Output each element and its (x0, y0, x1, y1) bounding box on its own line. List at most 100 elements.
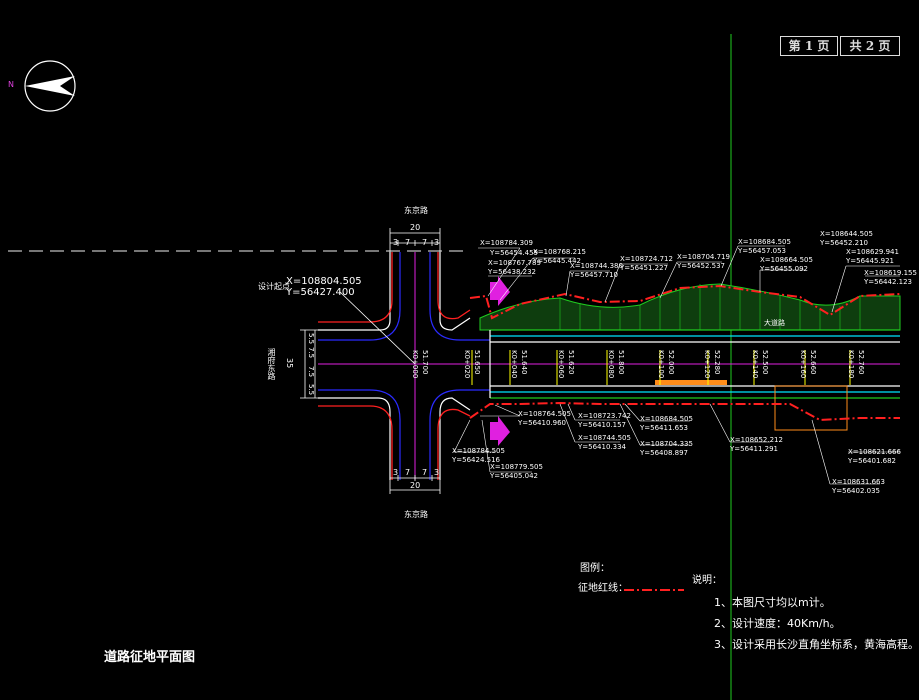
slope-hatch (559, 284, 861, 330)
inner-lane-lines (318, 252, 490, 480)
coord-y: Y=56402.035 (832, 487, 880, 495)
coord-x: X=108767.789 (488, 259, 541, 267)
coord-x: X=108768.215 (533, 248, 586, 256)
dim-top-total: 20 (410, 223, 421, 232)
station-label: K0+040 (510, 350, 518, 379)
coord-x: X=108652.212 (730, 436, 783, 444)
station-label: K0+140 (751, 350, 759, 379)
design-start-x: X=108804.505 (286, 276, 362, 287)
coord-leaders (453, 245, 900, 485)
coord-x: X=108704.719 (677, 253, 730, 261)
north-label: N (8, 80, 14, 89)
road-name-main: 大道路 (764, 319, 785, 327)
coord-x: X=108744.380 (570, 262, 623, 270)
coord-x: X=108779.505 (490, 463, 543, 471)
coord-y: Y=56405.042 (490, 472, 538, 480)
legend-item-label: 征地红线： (578, 583, 628, 594)
coord-y: Y=56451.227 (620, 264, 668, 272)
dim-left-seg: 7.5 (307, 347, 315, 359)
coord-y: Y=56445.921 (846, 257, 894, 265)
station-label: K0+160 (799, 350, 807, 379)
elevation-label: 51.700 (421, 350, 429, 375)
embankment-top (479, 283, 901, 331)
coord-y: Y=56410.157 (578, 421, 626, 429)
page-total: 共 2 页 (840, 36, 900, 56)
notes-title: 说明： (692, 575, 722, 586)
elevation-label: 52.660 (809, 350, 817, 375)
north-arrow-icon (24, 60, 76, 112)
elevation-label: 52.280 (713, 350, 721, 375)
elevation-label: 51.620 (567, 350, 575, 375)
coord-x: X=108619.155 (864, 269, 917, 277)
median-strip (655, 380, 727, 385)
dim-left-seg: 5.5 (307, 333, 315, 345)
elevation-label: 51.800 (617, 350, 625, 375)
dim-top-seg: 7 (405, 238, 411, 247)
coord-y: Y=56408.897 (640, 449, 688, 457)
coord-y: Y=56411.653 (640, 424, 688, 432)
station-ticks (471, 350, 851, 385)
intersection-boundary (318, 252, 471, 480)
dim-left-seg: 7.5 (307, 366, 315, 378)
elevation-label: 51.640 (520, 350, 528, 375)
coord-x: X=108704.335 (640, 440, 693, 448)
legend-title: 图例： (580, 563, 610, 574)
station-label: K0+120 (703, 350, 711, 379)
direction-arrows (490, 276, 510, 446)
elevation-label: 52.000 (667, 350, 675, 375)
elevation-label: 51.650 (473, 350, 481, 375)
coord-y: Y=56401.682 (848, 457, 896, 465)
coord-y: Y=56457.053 (738, 247, 786, 255)
dim-bottom-seg: 3 (393, 468, 399, 477)
coord-y: Y=56411.291 (730, 445, 778, 453)
notes-item: 1、本图尺寸均以m计。 (714, 596, 831, 609)
elevation-label: 52.760 (857, 350, 865, 375)
drawing-title: 道路征地平面图 (104, 650, 196, 665)
dim-top-seg: 3 (393, 238, 399, 247)
coord-x: X=108764.505 (518, 410, 571, 418)
dim-left-total: 35 (285, 358, 294, 369)
coord-x: X=108744.505 (578, 434, 631, 442)
coord-x: X=108629.941 (846, 248, 899, 256)
start-leader-line (339, 291, 416, 365)
dim-bottom-total: 20 (410, 481, 421, 490)
coord-y: Y=56442.123 (864, 278, 912, 286)
coord-x: X=108724.712 (620, 255, 673, 263)
station-label: K0+000 (411, 350, 419, 379)
coord-x: X=108684.505 (640, 415, 693, 423)
coord-x: X=108784.309 (480, 239, 533, 247)
land-red-line (469, 284, 901, 422)
dim-bottom-seg: 7 (405, 468, 411, 477)
coord-y: Y=56455.092 (760, 265, 808, 273)
coord-y: Y=56457.710 (570, 271, 618, 279)
design-start-y: Y=56427.400 (286, 287, 355, 298)
coord-x: X=108621.666 (848, 448, 901, 456)
coord-x: X=108784.505 (452, 447, 505, 455)
dimension-lines (300, 228, 441, 494)
coord-x: X=108631.663 (832, 478, 885, 486)
road-name-bottom: 东京路 (404, 510, 428, 519)
dim-top-seg: 3 (434, 238, 440, 247)
station-label: K0+020 (463, 350, 471, 379)
station-label: K0+060 (557, 350, 565, 379)
coord-x: X=108684.505 (738, 238, 791, 246)
coord-x: X=108723.742 (578, 412, 631, 420)
culvert-box (774, 385, 848, 431)
drawing-canvas (8, 34, 901, 700)
dim-top-seg: 7 (422, 238, 428, 247)
design-start-label: 设计起点 (258, 282, 290, 291)
notes-item: 2、设计速度：40Km/h。 (714, 617, 841, 630)
coord-y: Y=56452.537 (677, 262, 725, 270)
elevation-label: 52.500 (761, 350, 769, 375)
coord-y: Y=56438.232 (488, 268, 536, 276)
station-label: K0+180 (847, 350, 855, 379)
road-name-left: 湘府东路 (267, 348, 276, 380)
road-name-top: 东京路 (404, 206, 428, 215)
coord-y: Y=56410.334 (578, 443, 626, 451)
coord-y: Y=56410.960 (518, 419, 566, 427)
dim-bottom-seg: 3 (434, 468, 440, 477)
coord-y: Y=56454.459 (490, 249, 538, 257)
dim-left-seg: 5.5 (307, 384, 315, 396)
coord-y: Y=56424.516 (452, 456, 500, 464)
coord-x: X=108644.505 (820, 230, 873, 238)
